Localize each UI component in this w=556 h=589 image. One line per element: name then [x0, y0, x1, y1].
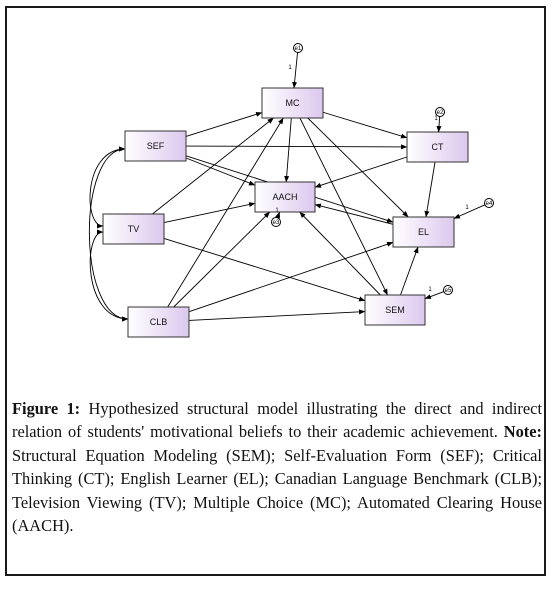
- caption-text-2: Structural Equation Modeling (SEM); Self…: [12, 445, 542, 536]
- error-weight-label: 1: [465, 205, 469, 211]
- path-arrow-tv-to-sem: [163, 238, 366, 302]
- path-arrow-tv-to-mc: [152, 117, 274, 215]
- path-arrow-mc-to-aach: [284, 117, 292, 183]
- path-layer: [152, 111, 436, 321]
- caption-text-1: Hypothesized structural model illustrati…: [12, 399, 542, 442]
- path-arrow-clb-to-sem: [188, 309, 366, 321]
- node-box: [364, 294, 426, 326]
- node-label: SEM: [385, 305, 405, 315]
- node-sef: SEF: [124, 130, 187, 162]
- error-weight-label: 1: [275, 208, 279, 214]
- error-circle: [293, 43, 303, 53]
- path-arrow-sef-to-ct: [185, 144, 408, 150]
- covariance-sef-clb: [88, 146, 129, 322]
- node-box: [392, 216, 455, 248]
- path-arrow-sem-to-el: [400, 246, 419, 296]
- node-box: [102, 213, 165, 245]
- caption-note-label: Note:: [503, 422, 542, 442]
- path-arrow-ct-to-aach: [314, 156, 408, 188]
- covariance-layer: [88, 146, 129, 322]
- error-term-e4: e4 1: [453, 198, 494, 219]
- node-box: [406, 131, 469, 163]
- node-aach: AACH: [254, 181, 316, 213]
- error-label: e2: [437, 110, 444, 116]
- node-box: [254, 181, 316, 213]
- error-arrow: [453, 204, 486, 219]
- error-arrow: [436, 116, 442, 133]
- node-clb: CLB: [127, 306, 190, 338]
- error-term-e1: e1 1: [288, 43, 303, 89]
- path-arrow-clb-to-el: [188, 241, 394, 313]
- error-term-e3: e3 1: [271, 208, 281, 227]
- error-arrow: [275, 211, 281, 219]
- error-term-e5: e5 1: [424, 285, 453, 300]
- node-layer: MC SEF CT AACH TV EL SEM CLB: [102, 87, 469, 338]
- covariance-tv-clb: [89, 229, 129, 322]
- caption-figure-label: Figure 1:: [12, 399, 81, 418]
- path-arrow-mc-to-ct: [322, 111, 408, 139]
- node-label: CT: [432, 142, 444, 152]
- error-arrow: [292, 52, 299, 89]
- path-arrow-clb-to-aach: [173, 211, 271, 308]
- node-sem: SEM: [364, 294, 426, 326]
- error-circle: [443, 285, 453, 295]
- error-circle: [271, 217, 281, 227]
- node-box: [127, 306, 190, 338]
- error-weight-label: 1: [288, 65, 292, 71]
- node-label: SEF: [147, 141, 165, 151]
- node-label: MC: [286, 98, 300, 108]
- path-arrow-el-to-aach: [314, 203, 394, 225]
- path-arrow-sef-to-aach: [185, 157, 256, 186]
- error-circle: [435, 107, 445, 117]
- path-arrow-ct-to-el: [424, 161, 436, 218]
- figure-caption: Figure 1: Hypothesized structural model …: [12, 397, 542, 537]
- error-circle: [484, 198, 494, 208]
- error-label: e4: [486, 201, 493, 207]
- path-arrow-sem-to-aach: [299, 211, 381, 296]
- error-label: e5: [445, 288, 452, 294]
- node-box: [124, 130, 187, 162]
- error-weight-label: 1: [434, 116, 438, 122]
- path-arrow-mc-to-el: [307, 117, 409, 218]
- node-tv: TV: [102, 213, 165, 245]
- error-term-e2: e21: [434, 107, 445, 133]
- node-label: TV: [128, 224, 140, 234]
- path-arrow-sef-to-mc: [185, 111, 263, 137]
- path-arrow-clb-to-mc: [167, 117, 284, 308]
- path-arrow-mc-to-sem: [299, 117, 388, 296]
- error-label: e3: [273, 220, 280, 226]
- error-arrow: [424, 291, 444, 300]
- error-weight-label: 1: [428, 287, 432, 293]
- node-label: EL: [418, 227, 429, 237]
- node-mc: MC: [261, 87, 324, 119]
- node-label: AACH: [272, 192, 297, 202]
- error-label: e1: [295, 46, 302, 52]
- node-ct: CT: [406, 131, 469, 163]
- node-el: EL: [392, 216, 455, 248]
- path-arrow-tv-to-aach: [163, 202, 256, 223]
- node-label: CLB: [150, 317, 168, 327]
- covariance-sef-tv: [89, 146, 126, 229]
